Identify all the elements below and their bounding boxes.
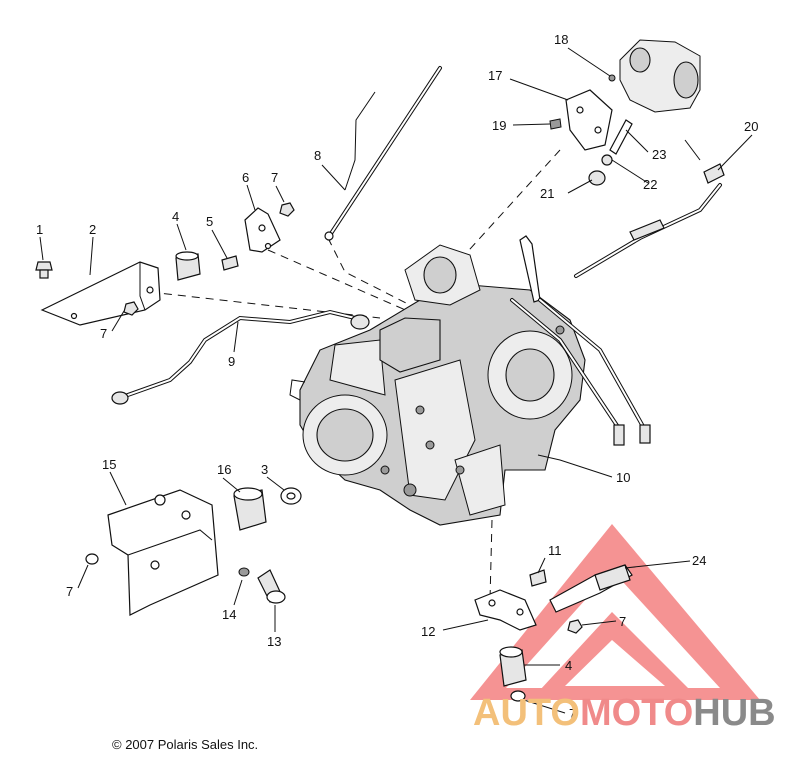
part-4-mount-lower — [499, 646, 527, 687]
part-23-hose — [609, 119, 633, 155]
callout-6: 6 — [242, 170, 249, 185]
part-3-washer — [280, 487, 302, 505]
part-15-bracket — [107, 489, 219, 616]
callout-15: 15 — [102, 457, 116, 472]
assembly-guide-lines — [149, 149, 561, 601]
callout-16: 16 — [217, 462, 231, 477]
part-22-fitting — [601, 154, 613, 166]
part-7-nuts — [85, 202, 583, 702]
dipstick-tube — [519, 235, 541, 303]
callout-23: 23 — [652, 147, 666, 162]
part-5-bolt — [221, 255, 239, 271]
watermark-hub: HUB — [693, 692, 775, 734]
callout-4: 4 — [172, 209, 179, 224]
part-6-bracket — [244, 207, 281, 253]
part-9-cable — [111, 309, 370, 405]
callout-18: 18 — [554, 32, 568, 47]
copyright-notice: © 2007 Polaris Sales Inc. — [112, 737, 259, 752]
part-8-rod — [324, 66, 442, 241]
part-20-cable — [574, 139, 725, 278]
callout-13: 13 — [267, 634, 281, 649]
part-14-washer — [238, 567, 250, 577]
part-13-bolt — [257, 569, 286, 604]
part-12-bracket — [474, 589, 537, 631]
callout-5: 5 — [206, 214, 213, 229]
watermark-moto: MOTO — [580, 692, 693, 734]
callout-22: 22 — [643, 177, 657, 192]
part-4-mount-upper — [175, 251, 201, 281]
part-2-bracket — [40, 261, 161, 326]
callout-24: 24 — [692, 553, 706, 568]
part-1-bolt — [35, 261, 53, 279]
callout-3: 3 — [261, 462, 268, 477]
callout-1: 1 — [36, 222, 43, 237]
callout-9: 9 — [228, 354, 235, 369]
callout-7: 7 — [100, 326, 107, 341]
callout-7: 7 — [569, 706, 576, 721]
callout-21: 21 — [540, 186, 554, 201]
callout-4: 4 — [565, 658, 572, 673]
callout-7: 7 — [271, 170, 278, 185]
part-16-mount — [233, 487, 267, 531]
callout-14: 14 — [222, 607, 236, 622]
part-21-fitting — [588, 170, 606, 186]
watermark-auto: AUTO — [473, 692, 580, 734]
engine-hoses — [510, 298, 651, 446]
callout-8: 8 — [314, 148, 321, 163]
callout-7: 7 — [66, 584, 73, 599]
part-24-strap — [549, 564, 633, 613]
watermark-logo — [470, 524, 760, 700]
part-17-cover — [565, 89, 613, 151]
engine-assembly — [289, 244, 586, 526]
part-19-screw — [549, 118, 562, 130]
part-11-bolt — [529, 569, 547, 587]
callout-2: 2 — [89, 222, 96, 237]
callout-10: 10 — [616, 470, 630, 485]
callout-20: 20 — [744, 119, 758, 134]
callout-19: 19 — [492, 118, 506, 133]
watermark-text: AUTOMOTOHUB — [473, 692, 776, 734]
callout-17: 17 — [488, 68, 502, 83]
callout-12: 12 — [421, 624, 435, 639]
callout-11: 11 — [548, 543, 562, 558]
svg-text:AUTOMOTOHUB: AUTOMOTOHUB — [473, 692, 776, 734]
callout-labels: 1 2 4 5 6 7 7 8 9 10 15 16 3 7 14 13 11 … — [36, 32, 758, 721]
callout-7: 7 — [619, 614, 626, 629]
leader-lines — [39, 47, 753, 714]
part-18-throttle-body — [608, 39, 701, 113]
